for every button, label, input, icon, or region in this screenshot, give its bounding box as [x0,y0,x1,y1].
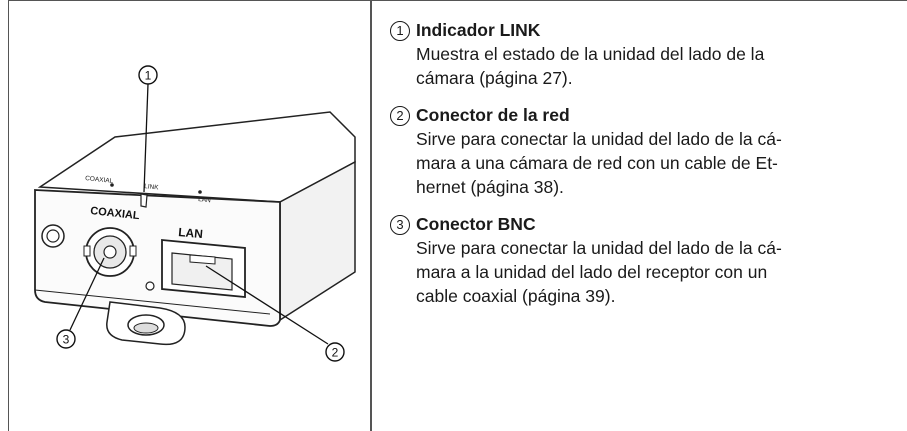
device-illustration: COAXIAL LINK LAN COAXIAL LAN 1 2 3 [34,65,356,362]
figure-marker-1: 1 [145,69,152,83]
callout-title-3: Conector BNC [416,214,536,234]
link-small-label: LINK [144,183,160,192]
callout-desc-2-line-1: Sirve para conectar la unidad del lado d… [416,129,782,149]
callout-item-link-indicator: 1 Indicador LINK Muestra el estado de la… [390,18,900,90]
figure-marker-2: 2 [332,346,339,360]
callout-number-2: 2 [390,106,410,126]
callout-number-3: 3 [390,215,410,235]
column-divider [370,0,372,431]
callout-title-2: Conector de la red [416,105,570,125]
lan-port-label: LAN [178,225,204,241]
callout-desc-3-line-3: cable coaxial (página 39). [416,286,616,306]
coaxial-small-label: COAXIAL [85,175,114,185]
callout-desc-2-line-2: mara a una cámara de red con un cable de… [416,153,778,173]
callout-desc-3-line-2: mara a la unidad del lado del receptor c… [416,262,768,282]
callout-descriptions: 1 Indicador LINK Muestra el estado de la… [390,18,900,321]
callout-desc-3-line-1: Sirve para conectar la unidad del lado d… [416,238,782,258]
callout-desc-1-line-2: cámara (página 27). [416,68,573,88]
coaxial-port-label: COAXIAL [90,205,141,222]
callout-desc-2-line-3: hernet (página 38). [416,177,564,197]
callout-desc-1-line-1: Muestra el estado de la unidad del lado … [416,44,765,64]
callout-item-bnc-connector: 3 Conector BNC Sirve para conectar la un… [390,212,900,308]
callout-title-1: Indicador LINK [416,20,541,40]
lan-small-label: LAN [198,196,212,204]
figure-marker-3: 3 [63,333,70,347]
callout-item-network-connector: 2 Conector de la red Sirve para conectar… [390,103,900,199]
page-frame [8,0,907,431]
callout-number-1: 1 [390,21,410,41]
